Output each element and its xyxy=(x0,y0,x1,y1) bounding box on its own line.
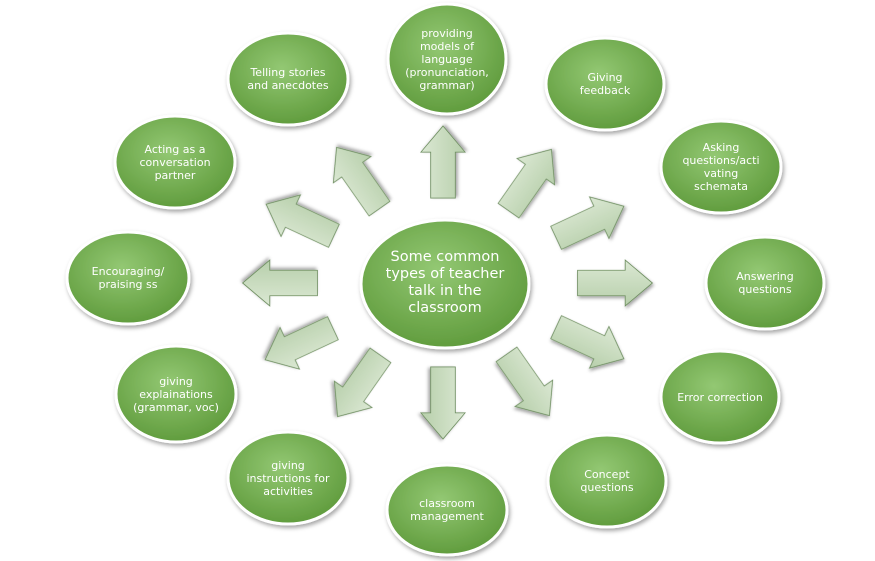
node-classroom-management xyxy=(385,463,509,557)
arrow-to-telling-stories xyxy=(332,146,391,217)
node-concept-questions xyxy=(546,433,668,529)
arrow-to-answering-questions xyxy=(577,259,654,307)
node-providing-models xyxy=(386,2,508,116)
arrow-to-error-correction xyxy=(550,315,625,369)
center-label: Some common types of teacher talk in the… xyxy=(385,249,505,316)
node-asking-questions xyxy=(659,119,783,215)
arrow-to-concept-questions xyxy=(495,346,554,417)
arrow-to-providing-models xyxy=(419,125,467,199)
arrow-to-conversation-partner xyxy=(265,194,340,248)
node-giving-explanations xyxy=(114,344,238,444)
node-conversation-partner xyxy=(113,114,237,210)
node-answering-questions xyxy=(704,235,826,331)
arrow-to-giving-explanations xyxy=(264,316,339,370)
arrow-to-giving-instructions xyxy=(333,347,392,418)
arrow-to-classroom-management xyxy=(419,366,467,440)
node-error-correction xyxy=(659,349,781,445)
node-encouraging xyxy=(65,230,191,326)
center-node xyxy=(359,218,531,350)
node-giving-instructions xyxy=(226,430,350,526)
node-telling-stories xyxy=(226,31,350,127)
arrow-to-encouraging xyxy=(241,259,318,307)
arrow-to-giving-feedback xyxy=(497,148,556,219)
node-giving-feedback xyxy=(544,36,666,132)
arrow-to-asking-questions xyxy=(550,196,625,250)
